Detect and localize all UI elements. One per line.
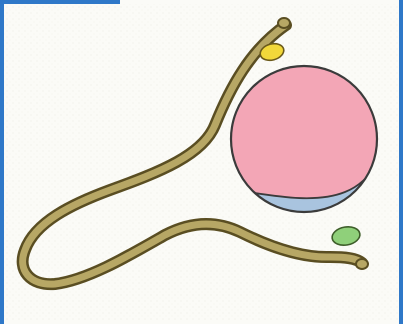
cord-with-ball-icon: [0, 0, 403, 324]
illustration-frame: [0, 0, 403, 324]
